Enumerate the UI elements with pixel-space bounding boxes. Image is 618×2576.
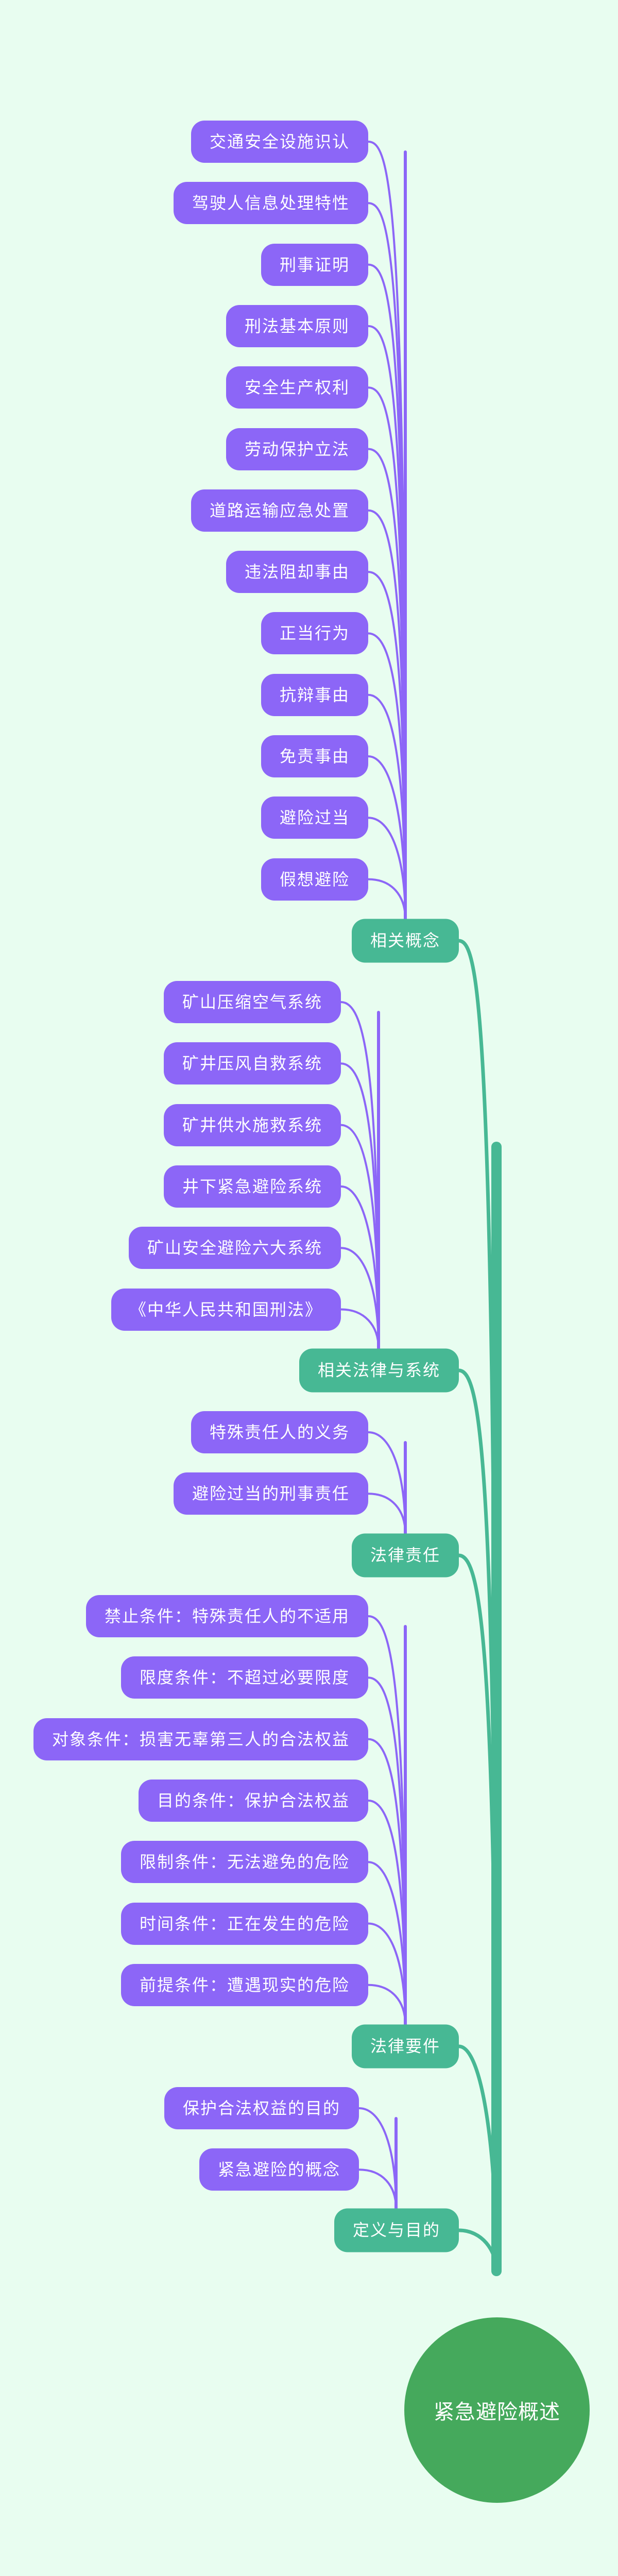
leaf-connector [367,1431,406,1535]
leaf-node[interactable]: 假想避险 [261,858,368,901]
leaf-node[interactable]: 时间条件：正在发生的危险 [121,1902,368,1945]
leaf-node[interactable]: 刑事证明 [261,243,368,286]
leaf-node[interactable]: 避险过当的刑事责任 [173,1472,368,1515]
leaf-node[interactable]: 对象条件：损害无辜第三人的合法权益 [33,1718,368,1760]
leaf-connector [367,1984,406,2026]
leaf-connector [367,817,406,920]
leaf-connector [358,2107,397,2210]
root-label: 紧急避险概述 [434,2400,560,2424]
branch-node[interactable]: 法律要件 [351,2024,459,2069]
leaf-node[interactable]: 限制条件：无法避免的危险 [121,1841,368,1884]
leaf-node[interactable]: 免责事由 [261,735,368,777]
leaf-node[interactable]: 安全生产权利 [226,366,368,409]
branch-node[interactable]: 法律责任 [351,1533,459,1578]
leaf-node[interactable]: 矿山安全避险六大系统 [128,1227,341,1269]
leaf-node[interactable]: 前提条件：遭遇现实的危险 [121,1963,368,2006]
leaf-node[interactable]: 《中华人民共和国刑法》 [111,1288,341,1331]
leaf-node[interactable]: 抗辩事由 [261,673,368,716]
leaf-node[interactable]: 劳动保护立法 [226,428,368,470]
leaf-connector [367,1493,406,1535]
leaf-node[interactable]: 限度条件：不超过必要限度 [121,1656,368,1699]
leaf-node[interactable]: 避险过当 [261,796,368,839]
leaf-node[interactable]: 井下紧急避险系统 [163,1165,341,1208]
branch-node[interactable]: 定义与目的 [334,2208,459,2252]
leaf-node[interactable]: 保护合法权益的目的 [164,2087,359,2129]
leaf-node[interactable]: 驾驶人信息处理特性 [173,182,368,225]
leaf-node[interactable]: 道路运输应急处置 [191,489,368,532]
leaf-node[interactable]: 违法阻却事由 [226,551,368,594]
branch-connector [457,2228,499,2273]
leaf-connector [367,1922,406,2026]
connector-lines [340,141,502,2276]
root-node[interactable]: 紧急避险概述 [404,2317,590,2503]
leaf-node[interactable]: 禁止条件：特殊责任人的不适用 [85,1595,368,1637]
leaf-connector [340,1247,380,1350]
leaf-node[interactable]: 交通安全设施识认 [191,121,368,163]
leaf-node[interactable]: 紧急避险的概念 [199,2148,359,2191]
leaf-connector [340,1308,380,1350]
leaf-connector [367,878,406,920]
leaf-connector [358,2168,397,2210]
branch-node[interactable]: 相关法律与系统 [299,1348,459,1393]
branch-node[interactable]: 相关概念 [351,919,459,963]
leaf-node[interactable]: 特殊责任人的义务 [191,1411,368,1453]
leaf-node[interactable]: 目的条件：保护合法权益 [138,1779,368,1822]
leaf-node[interactable]: 矿山压缩空气系统 [163,981,341,1023]
leaf-node[interactable]: 矿井压风自救系统 [163,1042,341,1085]
leaf-node[interactable]: 刑法基本原则 [226,304,368,347]
leaf-node[interactable]: 矿井供水施救系统 [163,1104,341,1146]
leaf-node[interactable]: 正当行为 [261,612,368,655]
